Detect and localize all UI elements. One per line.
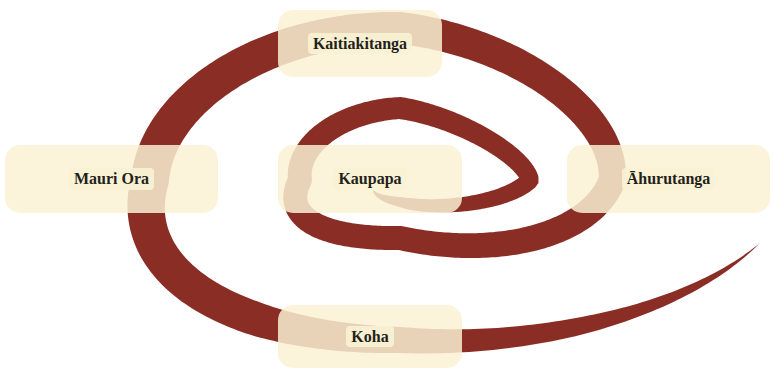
box-label: Kaupapa (333, 168, 406, 189)
box-label: Mauri Ora (69, 168, 154, 189)
label-box: Kaitiakitanga (278, 10, 442, 77)
spiral-band (127, 12, 759, 354)
label-box: Kaupapa (278, 145, 462, 213)
label-box: Mauri Ora (5, 145, 218, 213)
label-box: Āhurutanga (567, 145, 770, 213)
box-label: Āhurutanga (622, 168, 716, 189)
label-box: Koha (278, 305, 462, 368)
box-label: Koha (346, 326, 393, 347)
box-label: Kaitiakitanga (308, 33, 412, 54)
